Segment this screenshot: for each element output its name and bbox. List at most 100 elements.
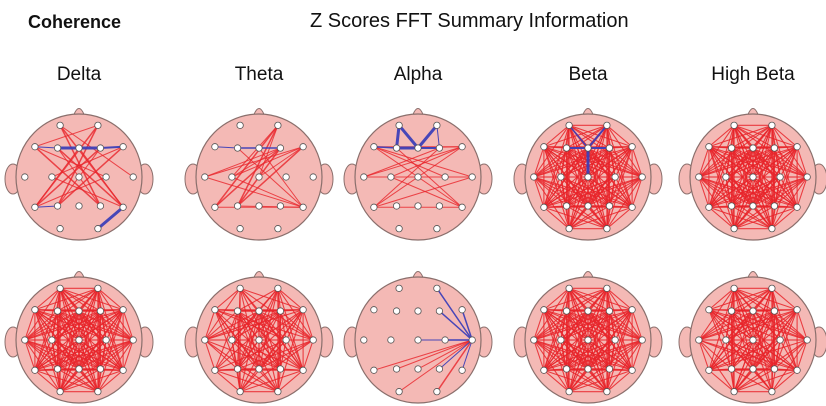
coherence-link	[708, 147, 775, 208]
coherence-link	[543, 287, 608, 311]
electrode-fp1	[395, 121, 403, 129]
coherence-link	[731, 205, 773, 230]
coherence-link	[698, 176, 735, 229]
coherence-link	[78, 339, 134, 370]
coherence-link	[214, 309, 233, 341]
coherence-link	[543, 146, 562, 178]
electrode-c3	[387, 336, 395, 344]
electrode-t3	[201, 336, 209, 344]
electrode-f4	[435, 144, 444, 152]
coherence-link	[280, 310, 314, 341]
electrode-f8	[458, 143, 466, 151]
coherence-link	[587, 339, 610, 370]
coherence-link	[698, 288, 735, 341]
hypo-coherence-link	[436, 124, 440, 149]
coherence-link	[725, 147, 775, 178]
coherence-link	[237, 287, 279, 312]
coherence-link	[34, 339, 107, 371]
hyper-coherence-link	[373, 176, 473, 208]
electrode-fp1	[236, 284, 244, 292]
electrode-o1	[56, 388, 64, 396]
electrode-o1	[565, 388, 573, 396]
electrode-f8	[628, 306, 636, 314]
electrode-t4	[309, 336, 317, 344]
coherence-link	[731, 311, 735, 392]
coherence-link	[277, 369, 304, 393]
electrode-p3	[53, 202, 62, 210]
coherence-link	[708, 206, 735, 230]
coherence-link	[99, 309, 124, 370]
coherence-link	[105, 339, 124, 371]
coherence-link	[725, 310, 733, 341]
coherence-link	[204, 310, 281, 341]
coherence-link	[566, 339, 616, 370]
coherence-link	[543, 339, 643, 371]
electrode-t4	[803, 336, 811, 344]
coherence-link	[708, 309, 781, 341]
electrode-t4	[638, 173, 646, 181]
coherence-link	[543, 309, 570, 392]
page-label: Coherence	[28, 12, 122, 32]
coherence-link	[752, 176, 808, 207]
coherence-link	[204, 288, 241, 341]
hyper-coherence-link	[258, 147, 304, 208]
electrode-t5	[370, 203, 378, 211]
coherence-link	[708, 339, 781, 371]
coherence-link	[258, 339, 281, 370]
coherence-link	[237, 368, 241, 392]
coherence-link	[606, 368, 610, 392]
coherence-link	[708, 339, 808, 371]
coherence-link	[97, 288, 134, 341]
coherence-link	[566, 124, 608, 149]
electrode-fp2	[768, 121, 776, 129]
coherence-link	[277, 288, 304, 371]
electrode-pz	[75, 202, 83, 210]
electrode-t4	[129, 173, 137, 181]
coherence-link	[258, 339, 314, 370]
coherence-link	[606, 287, 633, 311]
coherence-link	[34, 287, 99, 311]
coherence-link	[731, 368, 773, 393]
coherence-link	[779, 339, 798, 371]
coherence-link	[796, 176, 808, 208]
electrode-t6	[299, 366, 307, 374]
electrode-fz	[584, 307, 592, 315]
electrode-p4	[435, 202, 444, 210]
coherence-link	[725, 147, 754, 178]
electrode-o2	[433, 225, 441, 233]
coherence-link	[258, 339, 304, 371]
hypo-coherence-link	[373, 146, 398, 149]
page-title: Z Scores FFT Summary Information	[310, 10, 629, 32]
hyper-coherence-link	[373, 146, 473, 178]
coherence-link	[708, 287, 773, 311]
coherence-link	[231, 339, 279, 393]
coherence-link	[99, 310, 107, 341]
coherence-link	[237, 368, 279, 393]
electrode-t3	[201, 173, 209, 181]
coherence-link	[609, 368, 633, 371]
coherence-link	[609, 176, 643, 207]
electrode-fp1	[56, 284, 64, 292]
electrode-t3	[530, 336, 538, 344]
coherence-link	[774, 339, 808, 370]
coherence-link	[708, 309, 727, 341]
coherence-link	[773, 146, 798, 207]
hyper-coherence-link	[231, 176, 304, 208]
electrode-f8	[299, 306, 307, 314]
coherence-link	[59, 309, 124, 392]
coherence-link	[214, 310, 260, 371]
coherence-link	[543, 147, 589, 208]
coherence-link	[731, 368, 735, 392]
coherence-link	[568, 124, 633, 148]
coherence-link	[97, 309, 124, 392]
electrode-c4	[441, 336, 449, 344]
coherence-link	[708, 288, 735, 371]
coherence-link	[280, 368, 304, 371]
coherence-link	[725, 310, 754, 341]
coherence-link	[279, 310, 287, 341]
coherence-link	[752, 147, 773, 229]
coherence-link	[708, 176, 727, 208]
electrode-fz	[749, 307, 757, 315]
coherence-link	[614, 309, 633, 341]
electrode-cz	[255, 336, 263, 344]
